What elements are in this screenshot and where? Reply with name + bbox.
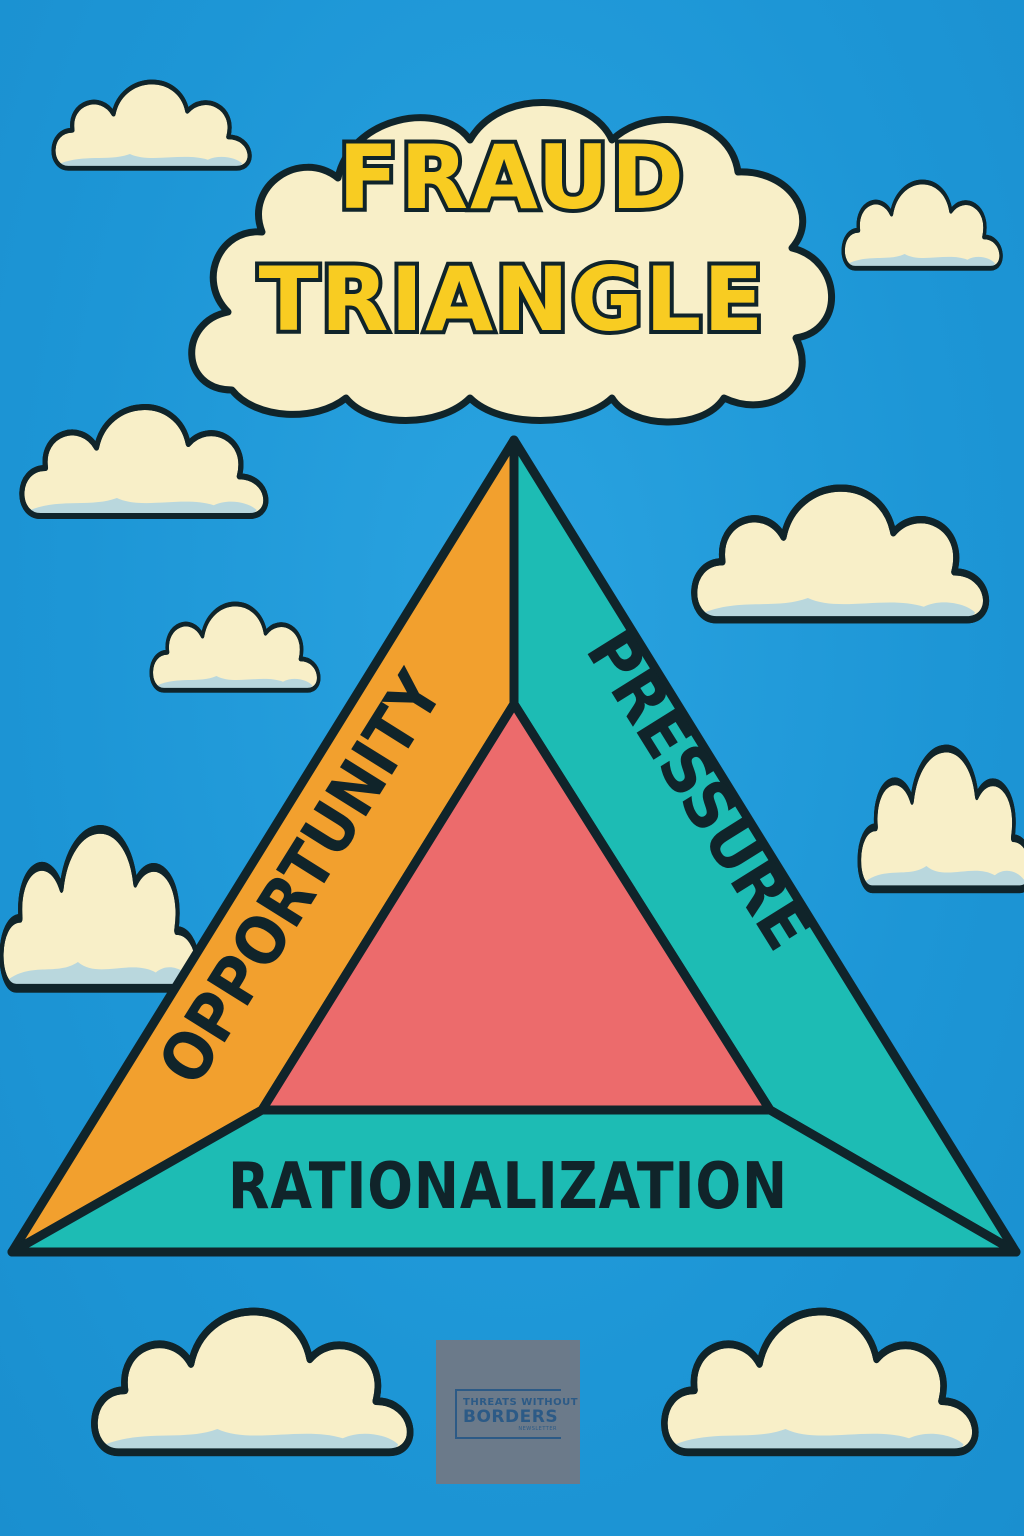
logo-sub-text: NEWSLETTER xyxy=(518,1426,557,1432)
cloud-icon xyxy=(94,1312,410,1454)
cloud-icon xyxy=(54,82,250,169)
cloud-icon xyxy=(22,407,266,517)
rationalization-label: RATIONALIZATION xyxy=(228,1150,788,1224)
newsletter-logo: THREATS WITHOUT BORDERS NEWSLETTER xyxy=(436,1340,580,1484)
title-line-1: FRAUD xyxy=(338,126,686,229)
title-cloud: FRAUD TRIANGLE xyxy=(188,99,835,426)
logo-top-text: THREATS WITHOUT xyxy=(463,1397,579,1408)
center-triangle xyxy=(257,699,775,1115)
logo-frame: THREATS WITHOUT BORDERS NEWSLETTER xyxy=(455,1389,579,1439)
cloud-icon xyxy=(151,604,318,691)
title-line-2: TRIANGLE xyxy=(259,248,766,351)
cloud-icon xyxy=(2,829,198,990)
cloud-icon xyxy=(664,1312,975,1454)
cloud-icon xyxy=(859,749,1024,891)
fraud-triangle xyxy=(7,435,1021,1257)
logo-main-text: BORDERS xyxy=(463,1407,559,1427)
cloud-icon xyxy=(694,488,986,621)
cloud-icon xyxy=(843,182,1001,269)
